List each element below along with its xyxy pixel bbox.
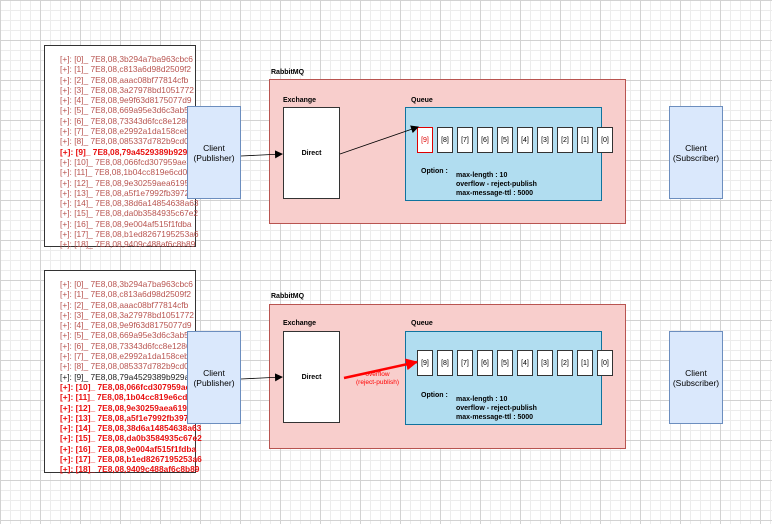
queue-slot: [4] — [517, 350, 533, 376]
message-line: [+]: [10]_ 7E8,08,066fcd307959ae3f — [60, 156, 194, 167]
upper-client-subscriber: Client (Subscriber) — [669, 106, 723, 199]
queue-slot: [6] — [477, 350, 493, 376]
message-line: [+]: [2]_ 7E8,08,aaac08bf77814cfb — [60, 74, 189, 85]
lower-client-publisher-label: Client (Publisher) — [193, 367, 235, 388]
upper-option-lines: max-length : 10 overflow - reject-publish… — [456, 171, 537, 198]
lower-exchange-box: Direct — [283, 331, 340, 423]
lower-client-subscriber: Client (Subscriber) — [669, 331, 723, 424]
lower-message-log: [+]: [0]_ 7E8,08,3b294a7ba963cbc6[+]: [1… — [44, 270, 202, 475]
lower-message-lines: [+]: [0]_ 7E8,08,3b294a7ba963cbc6[+]: [1… — [60, 279, 202, 475]
queue-slot: [9] — [417, 127, 433, 153]
option-line: max-length : 10 — [456, 396, 508, 403]
message-line: [+]: [11]_ 7E8,08,1b04cc819e6cd0a2 — [60, 167, 197, 178]
message-line: [+]: [6]_ 7E8,08,73343d6fcc8e1286 — [60, 115, 191, 126]
message-line: [+]: [2]_ 7E8,08,aaac08bf77814cfb — [60, 299, 189, 310]
upper-exchange-label: Exchange — [283, 97, 317, 104]
option-line: max-length : 10 — [456, 172, 508, 179]
upper-client-publisher: Client (Publisher) — [187, 106, 241, 199]
lower-exchange-label: Exchange — [283, 320, 317, 327]
message-line: [+]: [1]_ 7E8,08,c813a6d98d2509f2 — [60, 289, 192, 300]
message-line: [+]: [13]_ 7E8,08,a5f1e7992fb39729 — [60, 187, 194, 198]
lower-option-label: Option : — [421, 392, 448, 399]
lower-rabbitmq-label: RabbitMQ — [271, 293, 305, 300]
queue-slot: [8] — [437, 350, 453, 376]
upper-queue-slots: [9][8][7][6][5][4][3][2][1][0] — [417, 127, 613, 153]
message-line: [+]: [8]_ 7E8,08,085337d782b9cd06 — [60, 361, 194, 372]
lower-publisher-to-exchange-arrow — [240, 373, 283, 382]
message-line: [+]: [12]_ 7E8,08,9e30259aea619554 — [60, 402, 201, 413]
upper-exchange-box: Direct — [283, 107, 340, 199]
message-line: [+]: [15]_ 7E8,08,da0b3584935c67e2 — [60, 433, 202, 444]
option-line: overflow - reject-publish — [456, 181, 537, 188]
lower-overflow-label: overflow (reject-publish) — [356, 371, 399, 386]
message-line: [+]: [5]_ 7E8,08,669a95e3d6c3ab58 — [60, 330, 194, 341]
queue-slot: [1] — [577, 127, 593, 153]
option-line: max-message-ttl : 5000 — [456, 190, 534, 197]
message-line: [+]: [4]_ 7E8,08,9e9f63d8175077d9 — [60, 95, 192, 106]
upper-message-log: [+]: [0]_ 7E8,08,3b294a7ba963cbc6[+]: [1… — [44, 45, 199, 250]
lower-queue-box — [405, 331, 602, 425]
queue-slot: [5] — [497, 350, 513, 376]
upper-client-publisher-label: Client (Publisher) — [193, 142, 235, 163]
message-line: [+]: [12]_ 7E8,08,9e30259aea619554 — [60, 177, 199, 188]
message-line: [+]: [16]_ 7E8,08,9e004af515f1fdba — [60, 443, 197, 454]
upper-exchange-type: Direct — [301, 149, 322, 157]
queue-slot: [6] — [477, 127, 493, 153]
message-line: [+]: [0]_ 7E8,08,3b294a7ba963cbc6 — [60, 54, 193, 64]
queue-slot: [2] — [557, 350, 573, 376]
option-line: overflow - reject-publish — [456, 405, 537, 412]
message-line: [+]: [6]_ 7E8,08,73343d6fcc8e1286 — [60, 340, 191, 351]
message-line: [+]: [11]_ 7E8,08,1b04cc819e6cd0a2 — [60, 392, 202, 403]
message-line: [+]: [18]_ 7E8,08,9409c488af6c8b89 — [60, 464, 200, 475]
message-line: [+]: [9]_ 7E8,08,79a4529389b929a4 — [60, 371, 194, 382]
message-line: [+]: [13]_ 7E8,08,a5f1e7992fb39729 — [60, 412, 198, 423]
queue-slot: [3] — [537, 127, 553, 153]
message-line: [+]: [1]_ 7E8,08,c813a6d98d2509f2 — [60, 64, 192, 75]
message-line: [+]: [8]_ 7E8,08,085337d782b9cd06 — [60, 136, 194, 147]
message-line: [+]: [17]_ 7E8,08,b1ed8267195253a6 — [60, 454, 202, 465]
lower-queue-label: Queue — [411, 320, 433, 327]
message-line: [+]: [16]_ 7E8,08,9e004af515f1fdba — [60, 218, 192, 229]
queue-slot: [7] — [457, 350, 473, 376]
message-line: [+]: [7]_ 7E8,08,e2992a1da158ceb6 — [60, 126, 194, 137]
message-line: [+]: [17]_ 7E8,08,b1ed8267195253a6 — [60, 229, 199, 240]
message-line: [+]: [4]_ 7E8,08,9e9f63d8175077d9 — [60, 320, 192, 331]
queue-slot: [0] — [597, 127, 613, 153]
upper-option-label: Option : — [421, 168, 448, 175]
lower-client-subscriber-label: Client (Subscriber) — [672, 367, 720, 388]
message-line: [+]: [7]_ 7E8,08,e2992a1da158ceb6 — [60, 351, 194, 362]
queue-slot: [4] — [517, 127, 533, 153]
upper-message-lines: [+]: [0]_ 7E8,08,3b294a7ba963cbc6[+]: [1… — [60, 54, 199, 250]
upper-exchange-to-queue-arrow — [339, 125, 419, 155]
queue-slot: [2] — [557, 127, 573, 153]
queue-slot: [5] — [497, 127, 513, 153]
message-line: [+]: [15]_ 7E8,08,da0b3584935c67e2 — [60, 208, 199, 219]
option-line: max-message-ttl : 5000 — [456, 414, 534, 421]
message-line: [+]: [10]_ 7E8,08,066fcd307959ae3f — [60, 381, 198, 392]
upper-queue-label: Queue — [411, 97, 433, 104]
message-line: [+]: [3]_ 7E8,08,3a27978bd1051772 — [60, 84, 194, 95]
queue-slot: [3] — [537, 350, 553, 376]
message-line: [+]: [18]_ 7E8,08,9409c488af6c8b89 — [60, 239, 196, 250]
queue-slot: [0] — [597, 350, 613, 376]
upper-publisher-to-exchange-arrow — [240, 150, 283, 159]
lower-exchange-type: Direct — [301, 373, 322, 381]
queue-slot: [7] — [457, 127, 473, 153]
queue-slot: [8] — [437, 127, 453, 153]
message-line: [+]: [0]_ 7E8,08,3b294a7ba963cbc6 — [60, 279, 193, 289]
message-line: [+]: [5]_ 7E8,08,669a95e3d6c3ab58 — [60, 105, 194, 116]
lower-overflow-arrow — [343, 358, 418, 380]
upper-rabbitmq-label: RabbitMQ — [271, 69, 305, 76]
upper-queue-box — [405, 107, 602, 201]
upper-client-subscriber-label: Client (Subscriber) — [672, 142, 720, 163]
lower-queue-slots: [9][8][7][6][5][4][3][2][1][0] — [417, 350, 613, 376]
message-line: [+]: [14]_ 7E8,08,38d6a14854638a63 — [60, 423, 202, 434]
message-line: [+]: [14]_ 7E8,08,38d6a14854638a63 — [60, 198, 199, 209]
queue-slot: [1] — [577, 350, 593, 376]
message-line: [+]: [3]_ 7E8,08,3a27978bd1051772 — [60, 309, 194, 320]
lower-client-publisher: Client (Publisher) — [187, 331, 241, 424]
lower-option-lines: max-length : 10 overflow - reject-publish… — [456, 395, 537, 422]
message-line: [+]: [9]_ 7E8,08,79a4529389b929a4 — [60, 146, 197, 157]
